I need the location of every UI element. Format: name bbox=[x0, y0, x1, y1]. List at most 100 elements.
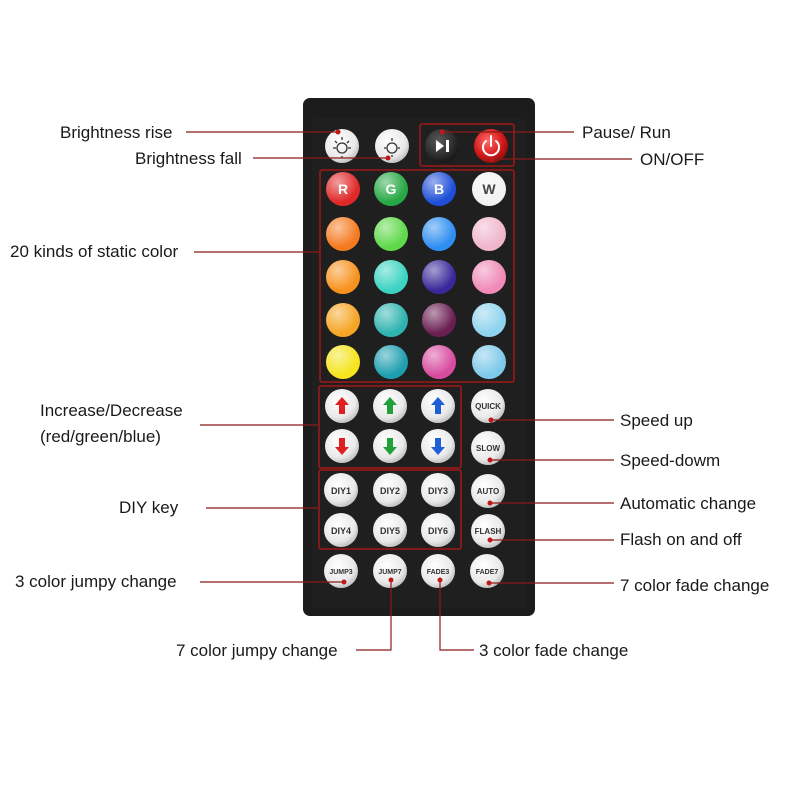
jump7-button[interactable]: JUMP7 bbox=[373, 554, 407, 588]
fade7-label: FADE7 bbox=[476, 569, 499, 576]
arrow-group-box bbox=[318, 385, 462, 469]
color-grid-box bbox=[319, 169, 515, 383]
color-button-r4c3[interactable] bbox=[422, 303, 456, 337]
diy2-button[interactable]: DIY2 bbox=[373, 473, 407, 507]
quick-label: QUICK bbox=[475, 402, 501, 411]
arrow-down-icon bbox=[431, 438, 445, 455]
label-brightness-fall: Brightness fall bbox=[135, 149, 242, 168]
slow-button[interactable]: SLOW bbox=[471, 431, 505, 465]
label-speed-up: Speed up bbox=[620, 411, 693, 430]
leader-dot bbox=[437, 577, 443, 583]
brightness-down-button[interactable] bbox=[375, 129, 409, 163]
color-button-r3c1[interactable] bbox=[326, 260, 360, 294]
leader-dot bbox=[341, 579, 347, 585]
color-button-r5c2[interactable] bbox=[374, 345, 408, 379]
label-on-off: ON/OFF bbox=[640, 150, 704, 169]
color-button-r1c4[interactable]: W bbox=[472, 172, 506, 206]
diy3-label: DIY3 bbox=[428, 486, 448, 496]
color-button-r3c4[interactable] bbox=[472, 260, 506, 294]
auto-label: AUTO bbox=[477, 487, 500, 496]
diy5-label: DIY5 bbox=[380, 526, 400, 536]
arrow-up-icon bbox=[383, 397, 397, 414]
red-down-button[interactable] bbox=[325, 429, 359, 463]
leader-dot bbox=[385, 155, 391, 161]
label-increase-decrease: Increase/Decrease bbox=[40, 401, 183, 420]
leader-dot bbox=[486, 580, 492, 586]
diy1-button[interactable]: DIY1 bbox=[324, 473, 358, 507]
color-letter-r: R bbox=[338, 181, 348, 197]
play-pause-icon bbox=[436, 140, 449, 152]
arrow-down-icon bbox=[335, 438, 349, 455]
label-3color-jumpy: 3 color jumpy change bbox=[15, 572, 177, 591]
power-icon bbox=[482, 135, 500, 157]
arrow-up-icon bbox=[431, 397, 445, 414]
color-letter-g: G bbox=[386, 181, 397, 197]
power-button[interactable] bbox=[474, 129, 508, 163]
color-button-r3c2[interactable] bbox=[374, 260, 408, 294]
fade3-label: FADE3 bbox=[427, 569, 450, 576]
color-button-r1c1[interactable]: R bbox=[326, 172, 360, 206]
color-button-r5c4[interactable] bbox=[472, 345, 506, 379]
color-button-r3c3[interactable] bbox=[422, 260, 456, 294]
leader-dot bbox=[488, 417, 494, 423]
auto-button[interactable]: AUTO bbox=[471, 474, 505, 508]
color-button-r4c2[interactable] bbox=[374, 303, 408, 337]
jump3-label: JUMP3 bbox=[329, 569, 352, 576]
leader-dot bbox=[439, 129, 445, 135]
color-letter-b: B bbox=[434, 181, 444, 197]
label-7color-fade: 7 color fade change bbox=[620, 576, 769, 595]
diy-group-box bbox=[318, 469, 462, 550]
green-down-button[interactable] bbox=[373, 429, 407, 463]
color-button-r4c1[interactable] bbox=[326, 303, 360, 337]
blue-up-button[interactable] bbox=[421, 389, 455, 423]
label-diy-key: DIY key bbox=[119, 498, 179, 517]
brightness-up-button[interactable] bbox=[325, 129, 359, 163]
color-button-r1c3[interactable]: B bbox=[422, 172, 456, 206]
color-button-r2c4[interactable] bbox=[472, 217, 506, 251]
sun-icon bbox=[384, 138, 400, 157]
flash-button[interactable]: FLASH bbox=[471, 514, 505, 548]
label-static-color: 20 kinds of static color bbox=[10, 242, 179, 261]
blue-down-button[interactable] bbox=[421, 429, 455, 463]
color-button-r2c1[interactable] bbox=[326, 217, 360, 251]
diy4-button[interactable]: DIY4 bbox=[324, 513, 358, 547]
label-flash: Flash on and off bbox=[620, 530, 742, 549]
arrow-buttons bbox=[325, 389, 455, 463]
quick-button[interactable]: QUICK bbox=[471, 389, 505, 423]
pause-run-button[interactable] bbox=[425, 129, 459, 163]
color-button-r4c4[interactable] bbox=[472, 303, 506, 337]
diy6-label: DIY6 bbox=[428, 526, 448, 536]
leader-lines bbox=[186, 129, 632, 651]
leader-dot bbox=[335, 129, 341, 135]
leader-dot bbox=[487, 500, 493, 506]
color-button-r5c1[interactable] bbox=[326, 345, 360, 379]
diy5-button[interactable]: DIY5 bbox=[373, 513, 407, 547]
diy4-label: DIY4 bbox=[331, 526, 351, 536]
fade3-button[interactable]: FADE3 bbox=[421, 554, 455, 588]
leader-dot bbox=[487, 537, 493, 543]
leader-dot bbox=[388, 577, 394, 583]
slow-label: SLOW bbox=[476, 444, 500, 453]
leader-dot bbox=[487, 457, 493, 463]
diy2-label: DIY2 bbox=[380, 486, 400, 496]
fade7-button[interactable]: FADE7 bbox=[470, 554, 504, 588]
playpower-box bbox=[419, 123, 515, 167]
red-up-button[interactable] bbox=[325, 389, 359, 423]
leader-3color-fade bbox=[439, 580, 474, 651]
color-button-r1c2[interactable]: G bbox=[374, 172, 408, 206]
white-buttons: QUICK SLOW AUTO FLASH DIY1 DIY2 DIY3 D bbox=[324, 389, 505, 588]
color-button-r5c3[interactable] bbox=[422, 345, 456, 379]
label-rgb: (red/green/blue) bbox=[40, 427, 161, 446]
label-speed-down: Speed-dowm bbox=[620, 451, 720, 470]
label-pause-run: Pause/ Run bbox=[582, 123, 671, 142]
jump3-button[interactable]: JUMP3 bbox=[324, 554, 358, 588]
label-auto-change: Automatic change bbox=[620, 494, 756, 513]
diy6-button[interactable]: DIY6 bbox=[421, 513, 455, 547]
color-button-r2c2[interactable] bbox=[374, 217, 408, 251]
arrow-up-icon bbox=[335, 397, 349, 414]
color-button-r2c3[interactable] bbox=[422, 217, 456, 251]
diy3-button[interactable]: DIY3 bbox=[421, 473, 455, 507]
jump7-label: JUMP7 bbox=[378, 569, 401, 576]
green-up-button[interactable] bbox=[373, 389, 407, 423]
arrow-down-icon bbox=[383, 438, 397, 455]
